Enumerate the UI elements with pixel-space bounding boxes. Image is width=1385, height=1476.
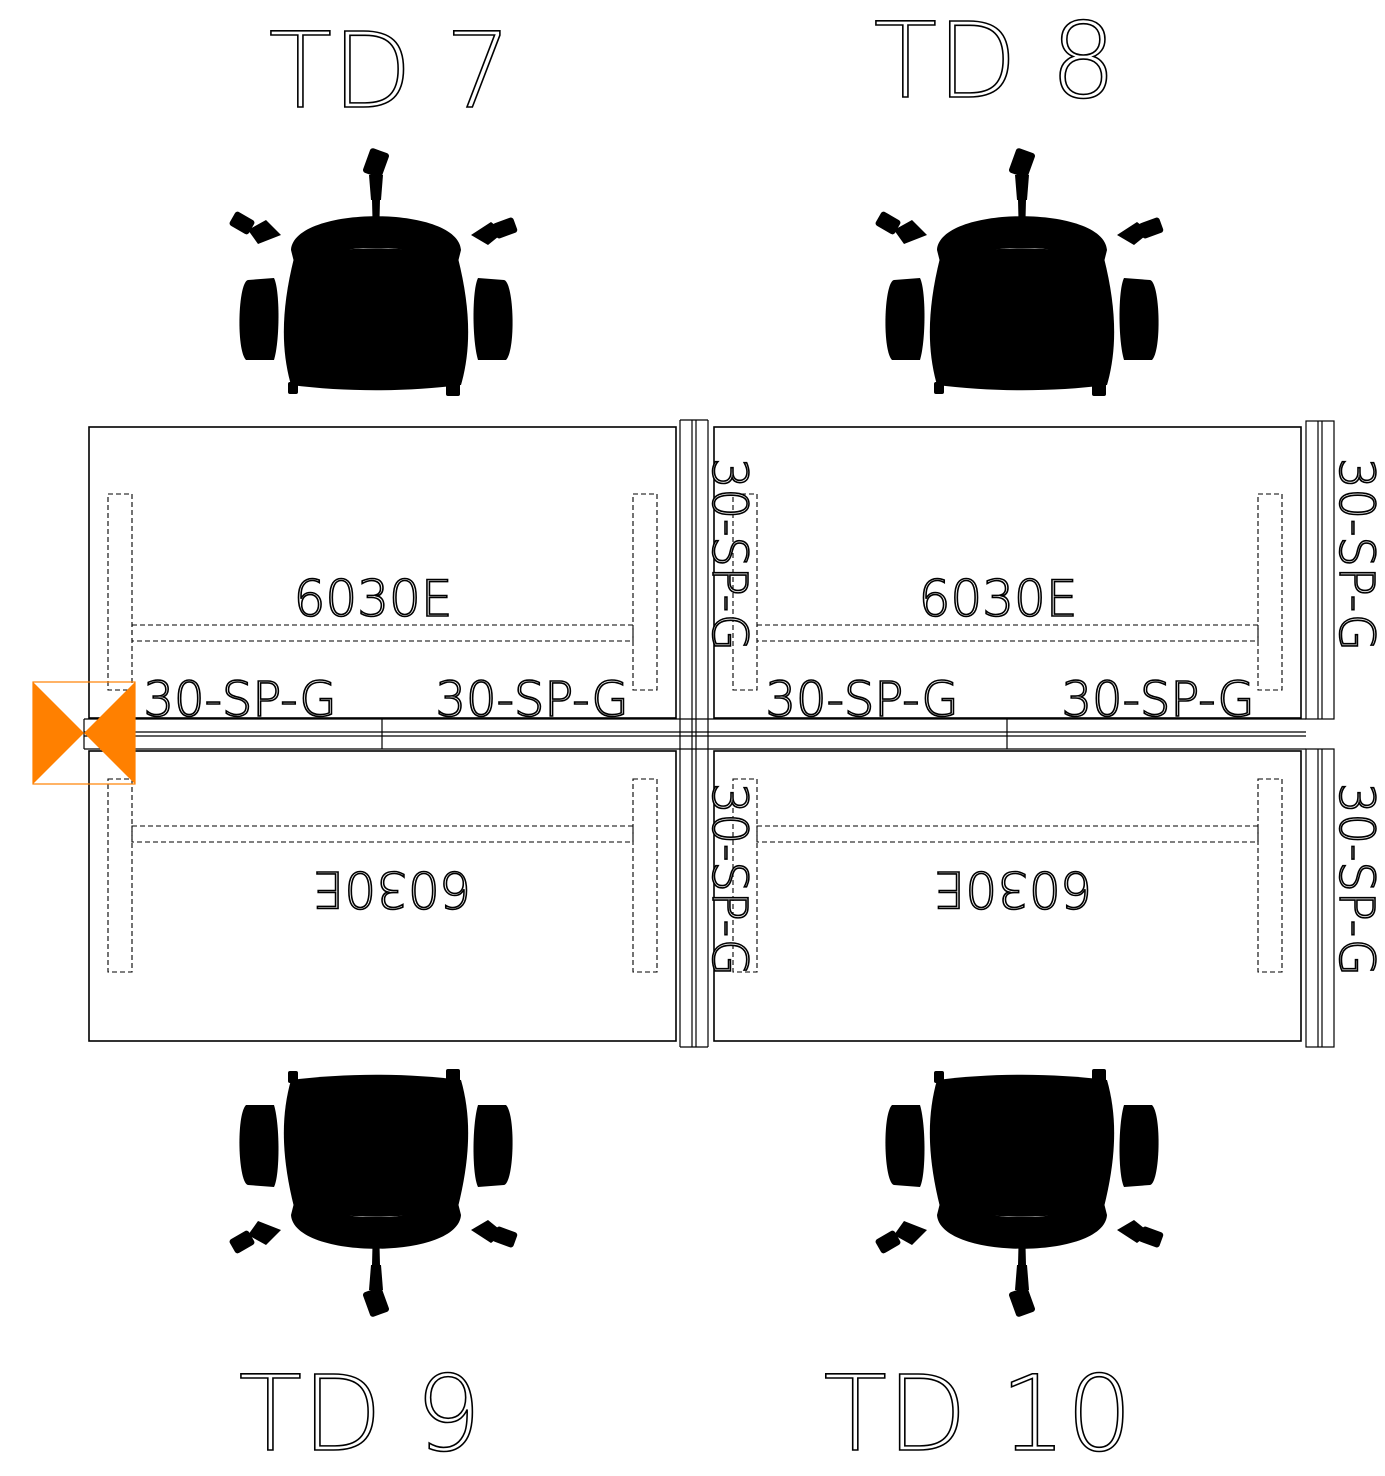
desk-code-td8: 6030E	[919, 570, 1078, 628]
screen-end-td10: 30-SP-G	[1328, 783, 1384, 976]
end-screen	[1305, 420, 1335, 1048]
desk-frames	[107, 493, 1283, 973]
chair-td8-icon	[874, 147, 1165, 396]
desk-code-td7: 6030E	[294, 570, 453, 628]
screen-end-td8: 30-SP-G	[1328, 458, 1384, 651]
desk-td10	[713, 750, 1302, 1042]
insertion-marker-icon[interactable]	[32, 681, 136, 785]
screen-side-td7: 30-SP-G	[701, 458, 757, 651]
chair-td10-icon	[874, 1069, 1165, 1318]
screen-front-td7-a: 30-SP-G	[143, 672, 336, 728]
chair-td7-icon	[228, 147, 519, 396]
center-screen	[679, 419, 709, 1048]
station-label-td9: TD 9	[239, 1353, 482, 1475]
desk-td8	[713, 426, 1302, 719]
station-label-td10: TD 10	[823, 1353, 1132, 1475]
desk-td9	[88, 750, 677, 1042]
desk-td7	[88, 426, 677, 719]
screen-front-td8-a: 30-SP-G	[765, 672, 958, 728]
screen-front-td7-b: 30-SP-G	[435, 672, 628, 728]
station-label-td7: TD 7	[269, 10, 512, 132]
desk-code-td9: 6030E	[313, 860, 472, 918]
middle-screen	[83, 718, 1306, 750]
station-label-td8: TD 8	[874, 0, 1117, 122]
screen-front-td8-b: 30-SP-G	[1061, 672, 1254, 728]
chair-td9-icon	[228, 1069, 519, 1318]
desk-code-td10: 6030E	[934, 860, 1093, 918]
screen-side-td9: 30-SP-G	[701, 783, 757, 976]
